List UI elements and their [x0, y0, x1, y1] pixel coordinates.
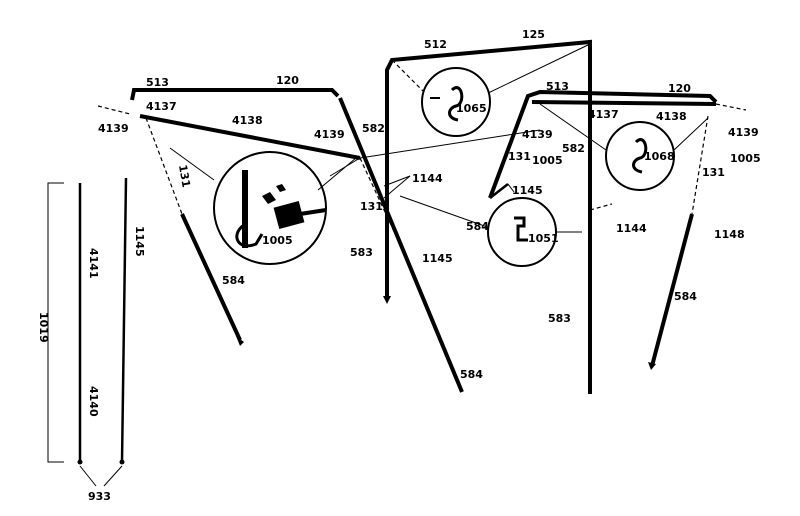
label-4139: 4139: [728, 126, 759, 139]
leg-foot: [648, 362, 656, 370]
label-125: 125: [522, 28, 545, 41]
hook-circle-1068: [605, 121, 675, 191]
right-eave-dash: [715, 103, 747, 111]
label-4141: 4141: [87, 248, 100, 279]
center-frame: [359, 39, 613, 394]
pole-end-dot: [77, 459, 83, 465]
label-4138: 4138: [656, 110, 687, 123]
label-4140: 4140: [87, 386, 100, 417]
label-933: 933: [88, 490, 111, 503]
label-4139: 4139: [98, 122, 129, 135]
bracket-1019: [47, 182, 64, 463]
loose-poles-group: [47, 177, 128, 487]
tie-line: [359, 129, 541, 159]
leader-933: [103, 465, 123, 487]
center-lead: [481, 43, 591, 97]
label-1145: 1145: [133, 226, 146, 257]
label-582: 582: [362, 122, 385, 135]
label-4138: 4138: [232, 114, 263, 127]
detail-rod: [299, 208, 327, 216]
label-512: 512: [424, 38, 447, 51]
leg-foot: [236, 336, 244, 346]
brace-1144: [383, 175, 411, 199]
label-583: 583: [350, 246, 373, 259]
label-1065: 1065: [456, 102, 487, 115]
right-frame: [488, 89, 747, 370]
long-pole-582-584: [338, 97, 464, 393]
pole-foot: [383, 296, 391, 304]
detail-circle-1005: [213, 151, 327, 265]
left-frame: [97, 88, 464, 393]
detail-plate: [273, 201, 305, 229]
hook-leader: [673, 117, 709, 151]
label-1148: 1148: [714, 228, 745, 241]
label-1005: 1005: [532, 154, 563, 167]
brace-1145: [507, 183, 515, 193]
pole-end-dot: [119, 459, 125, 465]
detail-wingnut: [262, 184, 286, 204]
label-513: 513: [146, 76, 169, 89]
label-131: 131: [360, 200, 383, 213]
label-4137: 4137: [146, 100, 177, 113]
label-4139: 4139: [522, 128, 553, 141]
label-1144: 1144: [412, 172, 443, 185]
pole-1145: [120, 177, 128, 463]
brace-1144: [383, 175, 411, 187]
label-582: 582: [562, 142, 585, 155]
eave-pole-4138: [139, 114, 361, 160]
label-4137: 4137: [588, 108, 619, 121]
detail-leader: [317, 157, 357, 191]
label-131: 131: [508, 150, 531, 163]
right-leg-dash: [691, 115, 709, 215]
label-120: 120: [276, 74, 299, 87]
label-584: 584: [222, 274, 245, 287]
label-131: 131: [702, 166, 725, 179]
brace-1145: [489, 183, 509, 199]
hook-icon: [632, 138, 648, 174]
label-120: 120: [668, 82, 691, 95]
right-eave-4138: [531, 100, 717, 106]
ridge-pole-513-120: [130, 88, 340, 101]
label-1068: 1068: [644, 150, 675, 163]
leg-dash-131: [145, 117, 183, 215]
eave-dash: [97, 105, 131, 115]
right-ridge-513-120: [488, 89, 718, 199]
hook-circle-1065: [421, 67, 491, 137]
label-1145: 1145: [422, 252, 453, 265]
right-leg-584: [650, 213, 694, 367]
label-583: 583: [548, 312, 571, 325]
detail-tube: [242, 170, 248, 248]
leader-933: [79, 465, 97, 487]
label-1144: 1144: [616, 222, 647, 235]
label-584: 584: [466, 220, 489, 233]
label-584: 584: [460, 368, 483, 381]
label-4139: 4139: [314, 128, 345, 141]
dash-1144: [589, 203, 613, 211]
label-584: 584: [674, 290, 697, 303]
part-labels: 513 120 4137 4139 4138 4139 131 1005 584…: [37, 28, 761, 503]
label-513: 513: [546, 80, 569, 93]
label-1145: 1145: [512, 184, 543, 197]
detail-leader: [169, 147, 215, 181]
hook-icon: [448, 86, 464, 122]
label-1005: 1005: [262, 234, 293, 247]
leg-pole-584: [180, 213, 242, 341]
tie-line: [399, 195, 491, 229]
label-131: 131: [176, 164, 193, 189]
label-1005: 1005: [730, 152, 761, 165]
detail-clamp: [235, 222, 264, 248]
clip-icon: [514, 216, 528, 242]
label-1051: 1051: [528, 232, 559, 245]
label-1019: 1019: [37, 312, 50, 343]
hook-leader: [539, 103, 607, 151]
